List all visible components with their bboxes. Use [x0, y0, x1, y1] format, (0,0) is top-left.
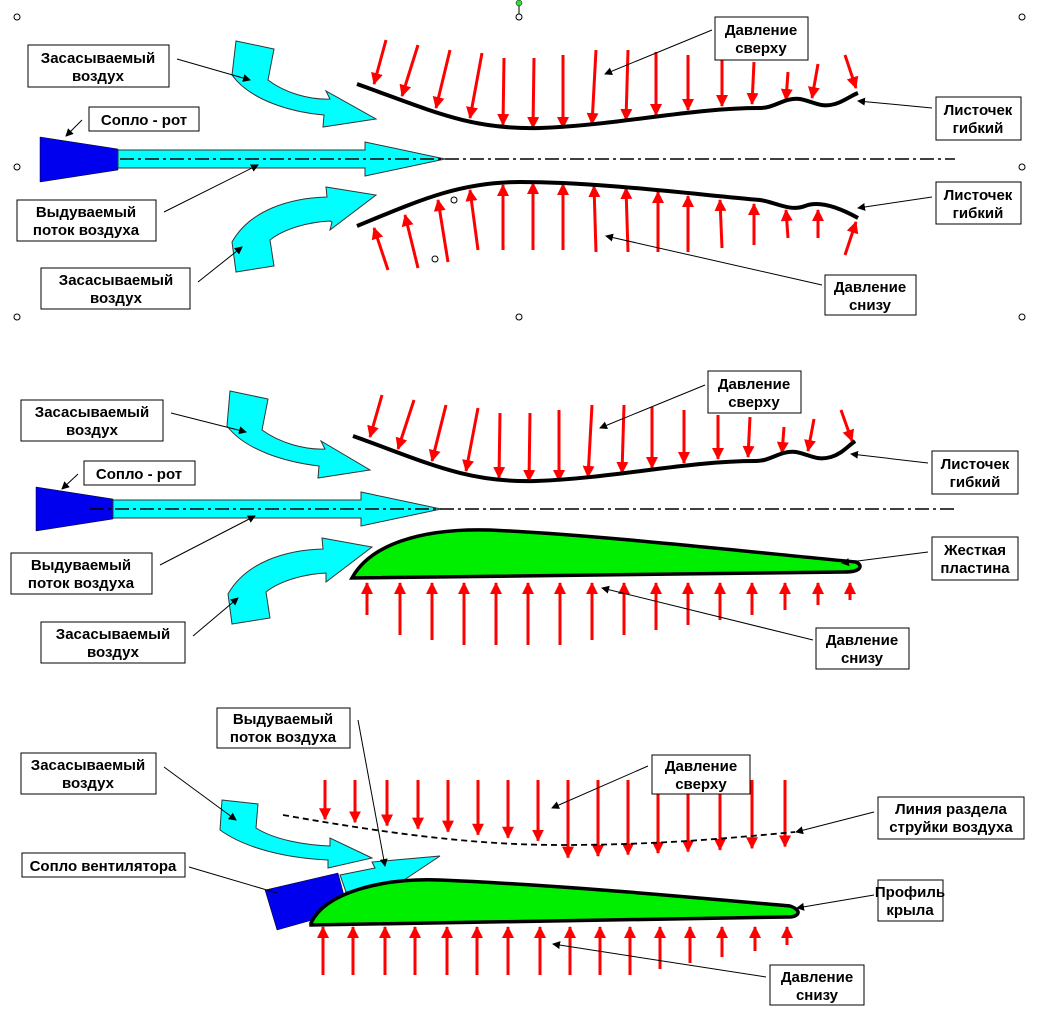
label-intake-top: Засасываемый	[35, 404, 149, 421]
label-divider-line: Линия раздела	[895, 801, 1007, 818]
label-pressure-bottom: Давление	[826, 632, 898, 649]
label-leaf-top: Листочек	[944, 102, 1013, 119]
label-pressure-top: Давление	[718, 376, 790, 393]
label-intake-bottom: Засасываемый	[59, 272, 173, 289]
pressure-arrow-panel1-top	[746, 61, 759, 105]
panel-wing-profile: Выдуваемый поток воздуха Засасываемый во…	[20, 707, 1025, 1006]
pressure-arrow-panel2-top	[493, 412, 506, 479]
intake-air-arrow-top	[231, 40, 378, 128]
pressure-arrow-panel1-top	[527, 57, 540, 129]
panel-rigid-plate: Засасываемый воздух Сопло - рот Выдуваем…	[10, 370, 1019, 670]
wing-profile	[309, 878, 800, 927]
pressure-arrow-panel1-top	[586, 49, 599, 125]
pressure-arrow-panel1-top	[399, 44, 420, 97]
svg-text:сверху: сверху	[728, 394, 780, 411]
pressure-arrow-panel1-bottom	[588, 185, 601, 253]
svg-text:струйки воздуха: струйки воздуха	[889, 819, 1013, 836]
label-blown-air: Выдуваемый	[233, 711, 333, 728]
label-wing-profile: Профиль	[875, 884, 945, 901]
pressure-arrow-panel1-top	[808, 63, 820, 99]
label-pressure-top: Давление	[725, 22, 797, 39]
pressure-arrow-panel1-top	[466, 52, 484, 119]
svg-text:воздух: воздух	[62, 775, 115, 792]
label-leaf-top: Листочек	[941, 456, 1010, 473]
svg-text:сверху: сверху	[735, 40, 787, 57]
svg-text:воздух: воздух	[87, 644, 140, 661]
intake-air-arrow-bottom	[227, 537, 374, 625]
label-intake-bottom: Засасываемый	[56, 626, 170, 643]
label-blown-air: Выдуваемый	[31, 557, 131, 574]
pressure-arrow-panel1-bottom	[780, 209, 793, 239]
svg-text:гибкий: гибкий	[953, 205, 1004, 222]
svg-text:снизу: снизу	[841, 650, 884, 667]
svg-text:воздух: воздух	[72, 68, 125, 85]
label-nozzle: Сопло - рот	[96, 466, 182, 483]
pressure-arrow-panel1-top	[843, 54, 859, 89]
intake-air-arrow-bottom	[231, 186, 378, 273]
pressure-arrow-panel2-top	[462, 407, 480, 472]
pressure-arrow-panel1-bottom	[465, 189, 480, 251]
pressure-arrow-panel1-top	[620, 49, 633, 121]
svg-text:воздух: воздух	[90, 290, 143, 307]
nozzle-mouth	[35, 486, 114, 532]
svg-text:гибкий: гибкий	[950, 474, 1001, 491]
pressure-arrow-panel2-top	[839, 409, 854, 442]
pressure-arrow-panel1-bottom	[371, 227, 390, 271]
pressure-arrow-panel1-top	[432, 49, 452, 109]
nozzle-mouth	[39, 136, 119, 183]
label-intake-top: Засасываемый	[41, 50, 155, 67]
flexible-leaf-top	[356, 82, 859, 131]
flexible-leaf-bottom	[356, 179, 859, 228]
pressure-arrow-panel2-top	[616, 404, 629, 474]
svg-text:поток воздуха: поток воздуха	[28, 575, 135, 592]
flexible-leaf-top	[352, 434, 857, 484]
label-intake: Засасываемый	[31, 757, 145, 774]
label-blown-air: Выдуваемый	[36, 204, 136, 221]
label-fan-nozzle: Сопло вентилятора	[30, 858, 177, 875]
svg-text:гибкий: гибкий	[953, 120, 1004, 137]
label-leaf-bottom: Листочек	[944, 187, 1013, 204]
intake-air-arrow-top	[226, 390, 372, 479]
rigid-plate	[349, 528, 862, 580]
label-pressure-bottom: Давление	[781, 969, 853, 986]
svg-text:воздух: воздух	[66, 422, 119, 439]
pressure-arrows	[317, 39, 859, 975]
pressure-arrow-panel1-top	[780, 71, 793, 101]
pressure-arrow-panel1-top	[371, 39, 388, 85]
pressure-arrow-panel2-top	[804, 418, 816, 452]
svg-text:крыла: крыла	[886, 902, 934, 919]
pressure-arrow-panel2-top	[523, 412, 536, 482]
svg-text:сверху: сверху	[675, 776, 727, 793]
label-nozzle: Сопло - рот	[101, 112, 187, 129]
intake-air-arrow	[219, 799, 374, 869]
svg-text:поток воздуха: поток воздуха	[33, 222, 140, 239]
pressure-arrow-panel2-top	[367, 394, 384, 438]
pressure-arrow-panel1-bottom	[401, 214, 420, 269]
pressure-arrow-panel1-top	[497, 57, 510, 126]
svg-text:пластина: пластина	[940, 560, 1010, 577]
pressure-arrow-panel2-top	[395, 399, 416, 450]
svg-text:снизу: снизу	[796, 987, 839, 1004]
pressure-arrow-panel2-top	[582, 404, 595, 478]
pressure-arrow-panel2-top	[742, 416, 755, 458]
label-rigid-plate: Жесткая	[943, 542, 1006, 559]
label-pressure-top: Давление	[665, 758, 737, 775]
panel-flexible-leaves: Засасываемый воздух Сопло - рот Выдуваем…	[16, 16, 1022, 316]
label-pressure-bottom: Давление	[834, 279, 906, 296]
pressure-arrow-panel2-top	[776, 426, 789, 454]
svg-text:поток воздуха: поток воздуха	[230, 729, 337, 746]
pressure-arrow-panel2-top	[428, 404, 448, 462]
svg-text:снизу: снизу	[849, 297, 892, 314]
pressure-arrow-panel1-bottom	[843, 221, 859, 256]
pressure-arrow-panel1-bottom	[433, 199, 450, 263]
pressure-arrow-panel1-bottom	[714, 199, 727, 249]
selection-handles[interactable]	[13, 0, 1026, 321]
pressure-arrow-panel1-bottom	[620, 187, 633, 253]
